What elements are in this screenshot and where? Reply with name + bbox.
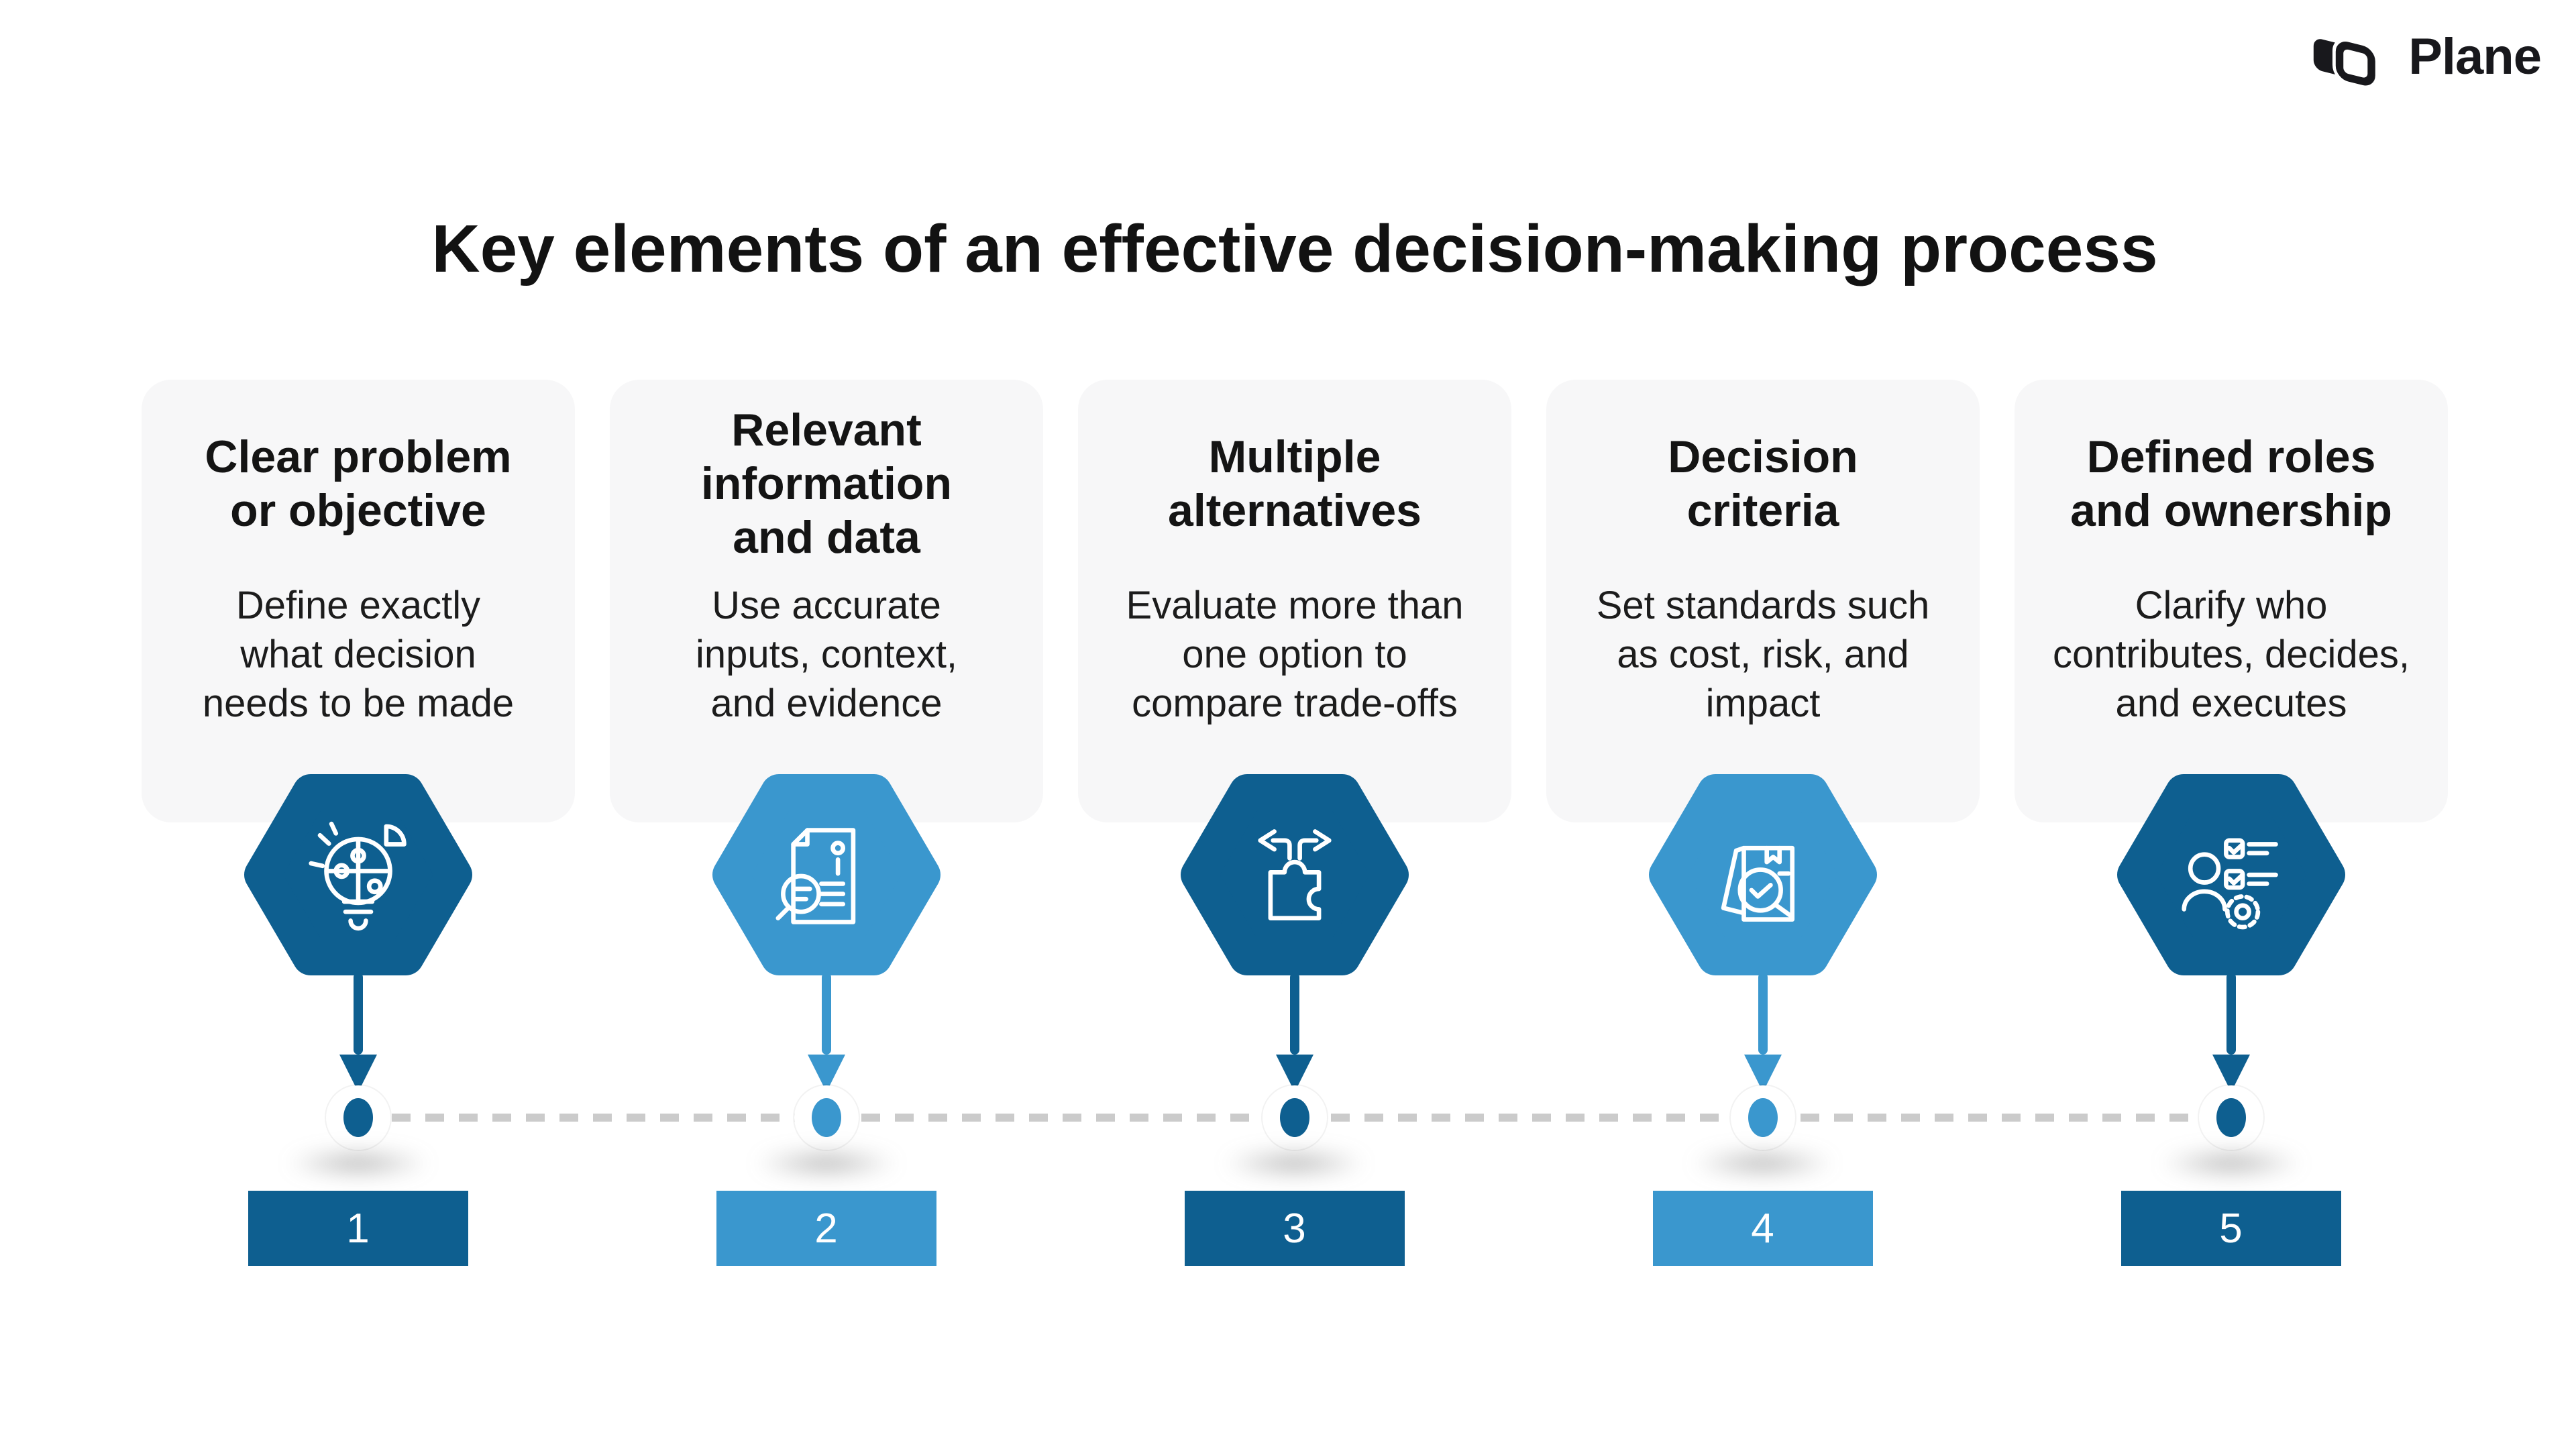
step-description-2: Use accurate inputs, context, and eviden… xyxy=(637,581,1016,728)
step-card-2: Relevant information and data Use accura… xyxy=(610,380,1043,822)
dot-shadow xyxy=(1194,1142,1395,1185)
body-line: and evidence xyxy=(710,682,943,725)
document-check-magnifier-icon xyxy=(1721,845,1795,922)
body-line: impact xyxy=(1705,682,1821,725)
down-arrow-stem xyxy=(2226,973,2236,1055)
down-arrow-stem xyxy=(822,973,831,1055)
timeline-dot xyxy=(2216,1098,2246,1137)
step-column-2: Relevant information and data Use accura… xyxy=(610,380,1043,1272)
step-hexagon-3 xyxy=(1181,774,1409,975)
body-line: as cost, risk, and xyxy=(1617,633,1909,676)
heading-line: Multiple xyxy=(1208,431,1381,482)
down-arrow-stem xyxy=(1290,973,1299,1055)
plane-logo-icon xyxy=(2314,38,2379,89)
dot-shadow xyxy=(1662,1142,1864,1185)
body-line: contributes, decides, xyxy=(2053,633,2410,676)
heading-line: or objective xyxy=(230,485,486,536)
body-line: Use accurate xyxy=(712,584,941,627)
body-line: compare trade-offs xyxy=(1132,682,1458,725)
timeline-dot-halo xyxy=(1263,1085,1327,1150)
step-number: 3 xyxy=(1283,1205,1307,1252)
lightbulb-puzzle-icon xyxy=(309,821,407,931)
step-column-4: Decision criteria Set standards such as … xyxy=(1546,380,1980,1272)
step-description-5: Clarify who contributes, decides, and ex… xyxy=(2041,581,2421,728)
step-hexagon-4 xyxy=(1649,774,1877,975)
timeline-dot-halo xyxy=(1731,1085,1795,1150)
body-line: inputs, context, xyxy=(695,633,958,676)
step-number-badge-5: 5 xyxy=(2121,1191,2341,1266)
body-line: Evaluate more than xyxy=(1126,584,1464,627)
dot-shadow xyxy=(258,1142,459,1185)
steps-row: Clear problem or objective Define exactl… xyxy=(142,380,2448,1272)
body-line: needs to be made xyxy=(202,682,515,725)
page-title: Key elements of an effective decision-ma… xyxy=(431,211,2158,286)
heading-line: Decision xyxy=(1668,431,1858,482)
dot-shadow xyxy=(2131,1142,2332,1185)
step-heading-3: Multiple alternatives xyxy=(1105,393,1485,574)
step-hexagon-1 xyxy=(244,774,472,975)
step-number-badge-1: 1 xyxy=(248,1191,468,1266)
step-card-3: Multiple alternatives Evaluate more than… xyxy=(1078,380,1511,822)
heading-line: alternatives xyxy=(1168,485,1421,536)
step-number: 4 xyxy=(1751,1205,1775,1252)
timeline-dot-halo xyxy=(326,1085,390,1150)
hexagon-shape xyxy=(1181,774,1409,975)
hexagon-shape xyxy=(2117,774,2345,975)
step-card-1: Clear problem or objective Define exactl… xyxy=(142,380,575,822)
step-heading-2: Relevant information and data xyxy=(637,393,1016,574)
heading-line: information xyxy=(701,458,952,509)
heading-line: and data xyxy=(733,512,920,563)
step-description-4: Set standards such as cost, risk, and im… xyxy=(1573,581,1953,728)
document-info-magnifier-icon xyxy=(775,828,856,924)
person-checklist-gear-icon xyxy=(2182,838,2278,930)
heading-line: Defined roles xyxy=(2086,431,2376,482)
step-column-1: Clear problem or objective Define exactl… xyxy=(142,380,575,1272)
step-number-badge-2: 2 xyxy=(716,1191,936,1266)
step-number: 1 xyxy=(346,1205,370,1252)
step-number-badge-4: 4 xyxy=(1653,1191,1873,1266)
body-line: Define exactly xyxy=(235,584,481,627)
plane-logo: Plane xyxy=(2308,23,2542,90)
step-column-3: Multiple alternatives Evaluate more than… xyxy=(1078,380,1511,1272)
step-number: 5 xyxy=(2219,1205,2243,1252)
step-number-badge-3: 3 xyxy=(1185,1191,1405,1266)
body-line: one option to xyxy=(1182,633,1407,676)
body-line: Set standards such xyxy=(1596,584,1930,627)
heading-line: and ownership xyxy=(2070,485,2392,536)
step-description-1: Define exactly what decision needs to be… xyxy=(168,581,548,728)
timeline-dot-halo xyxy=(794,1085,859,1150)
step-card-5: Defined roles and ownership Clarify who … xyxy=(2015,380,2448,822)
step-heading-1: Clear problem or objective xyxy=(168,393,548,574)
dot-shadow xyxy=(726,1142,927,1185)
heading-line: Relevant xyxy=(731,405,922,455)
hexagon-shape xyxy=(1649,774,1877,975)
step-hexagon-2 xyxy=(712,774,941,975)
body-line: Clarify who xyxy=(2135,584,2328,627)
heading-line: Clear problem xyxy=(205,431,512,482)
plane-logo-text: Plane xyxy=(2408,28,2542,85)
step-card-4: Decision criteria Set standards such as … xyxy=(1546,380,1980,822)
timeline-dot-halo xyxy=(2199,1085,2263,1150)
puzzle-arrows-icon xyxy=(1258,829,1332,921)
timeline-dot xyxy=(1280,1098,1309,1137)
body-line: what decision xyxy=(240,633,476,676)
step-hexagon-5 xyxy=(2117,774,2345,975)
timeline-dot xyxy=(1748,1098,1778,1137)
step-heading-5: Defined roles and ownership xyxy=(2041,393,2421,574)
body-line: and executes xyxy=(2115,682,2347,725)
timeline-dot xyxy=(812,1098,841,1137)
down-arrow-stem xyxy=(1758,973,1768,1055)
step-heading-4: Decision criteria xyxy=(1573,393,1953,574)
step-column-5: Defined roles and ownership Clarify who … xyxy=(2015,380,2448,1272)
heading-line: criteria xyxy=(1686,485,1839,536)
timeline-dot xyxy=(343,1098,373,1137)
step-number: 2 xyxy=(814,1205,839,1252)
step-description-3: Evaluate more than one option to compare… xyxy=(1105,581,1485,728)
down-arrow-stem xyxy=(354,973,363,1055)
